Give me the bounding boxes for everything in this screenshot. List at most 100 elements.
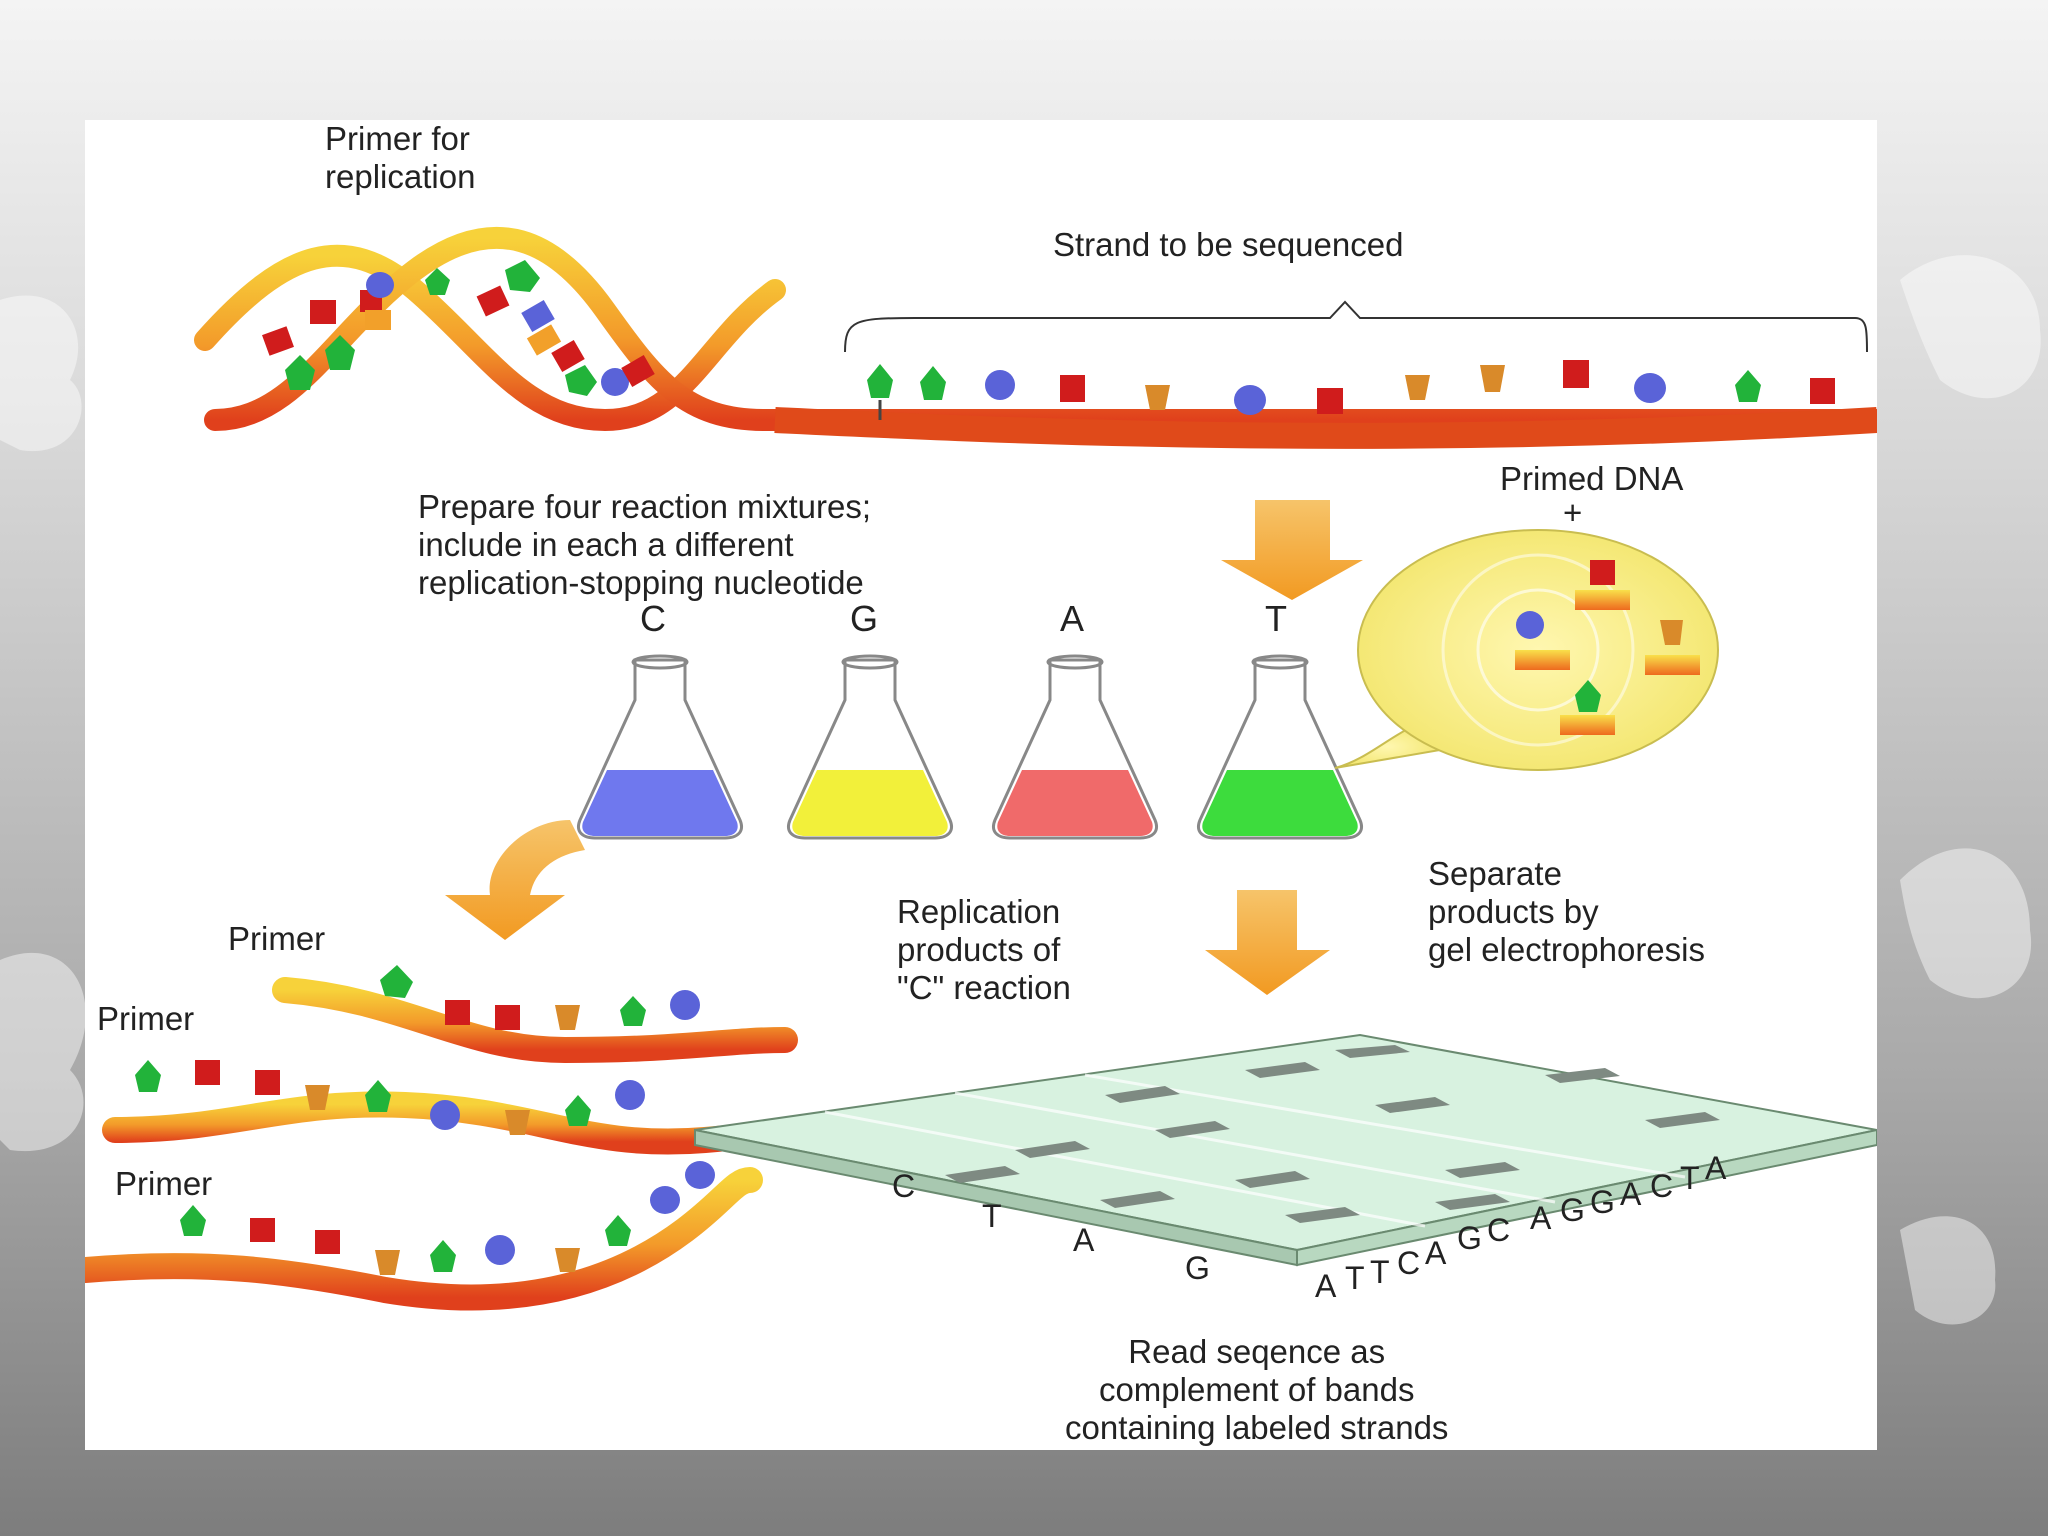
nucleotide	[1060, 375, 1085, 402]
nucleotide	[1480, 365, 1505, 392]
nucleotide	[476, 285, 510, 317]
gel-seq-letter: A	[1705, 1150, 1727, 1186]
flask-label-t: T	[1265, 598, 1287, 639]
nucleotide	[601, 368, 629, 396]
gel-seq-letter: A	[1425, 1235, 1447, 1271]
curved-arrow-icon	[445, 820, 585, 940]
nucleotide	[135, 1060, 161, 1092]
nucleotide	[250, 1218, 275, 1242]
nucleotide	[380, 965, 413, 998]
arrow-down-icon	[1205, 890, 1330, 995]
nucleotide	[445, 1000, 470, 1025]
gel-seq-letter: A	[1530, 1200, 1552, 1236]
gel-seq-letter: A	[1620, 1176, 1642, 1212]
label-replication-products: Replication products of "C" reaction	[897, 893, 1071, 1006]
gel-seq-letter: T	[1370, 1254, 1390, 1290]
nucleotide	[180, 1205, 206, 1236]
nucleotide	[615, 1080, 645, 1110]
gel-slab	[694, 1033, 1877, 1267]
gel-seq-letter: G	[1590, 1184, 1615, 1220]
flask-g	[787, 654, 953, 840]
flask-a	[992, 654, 1158, 840]
butterfly-icon	[1900, 255, 2041, 399]
dna-helix	[194, 226, 1877, 449]
gel-lane-c: C	[892, 1168, 916, 1204]
nucleotide	[565, 365, 597, 396]
nucleotide	[985, 370, 1015, 400]
nucleotide	[551, 339, 585, 373]
nucleotide	[315, 1230, 340, 1254]
label-separate-products: Separate products by gel electrophoresis	[1428, 855, 1705, 968]
gel-lane-g: G	[1185, 1250, 1210, 1286]
label-read-sequence: Read seqence as complement of bands cont…	[1065, 1333, 1449, 1446]
flask-t	[1197, 654, 1363, 840]
flask-label-g: G	[850, 598, 879, 639]
nucleotide	[1145, 385, 1170, 410]
nucleotide	[485, 1235, 515, 1265]
nucleotide	[365, 310, 391, 330]
template-strand	[774, 407, 1877, 449]
nucleotide	[526, 324, 562, 356]
butterfly-icon	[1900, 1216, 1996, 1325]
butterfly-icon	[0, 295, 82, 452]
nucleotide	[262, 326, 294, 356]
nucleotide	[1405, 375, 1430, 400]
nucleotide	[325, 335, 355, 370]
nucleotide	[650, 1186, 680, 1214]
nucleotide	[867, 364, 893, 398]
flask-label-a: A	[1060, 598, 1085, 639]
nucleotide	[1234, 385, 1266, 415]
nucleotide	[1810, 378, 1835, 404]
nucleotide	[1735, 370, 1761, 402]
gel-seq-letter: C	[1487, 1212, 1511, 1248]
replication-products	[85, 965, 818, 1311]
diagram-panel: Primer for replication Strand to be sequ…	[85, 120, 1877, 1450]
nucleotide	[375, 1250, 400, 1275]
nucleotide	[425, 268, 450, 295]
nucleotide	[685, 1161, 715, 1189]
nucleotide	[305, 1085, 330, 1110]
strand-brace	[844, 300, 1868, 353]
nucleotide	[1563, 360, 1589, 388]
nucleotide	[621, 354, 655, 388]
butterfly-icon	[0, 952, 86, 1152]
product-strand-3	[85, 1167, 763, 1311]
nucleotide	[670, 990, 700, 1020]
nucleotide	[521, 299, 555, 333]
template-nucleotides	[867, 360, 1835, 420]
nucleotide	[495, 1005, 520, 1030]
nucleotide	[1634, 373, 1666, 403]
nucleotide	[195, 1060, 220, 1085]
nucleotide	[285, 355, 315, 390]
gel-lane-t: T	[982, 1198, 1002, 1234]
label-primer-1: Primer	[228, 920, 326, 957]
gel-seq-letter: T	[1345, 1260, 1365, 1296]
nucleotide	[605, 1215, 631, 1246]
flask-label-c: C	[640, 598, 666, 639]
helix-strand-back	[194, 244, 786, 432]
label-strand-to-be-sequenced: Strand to be sequenced	[1053, 226, 1404, 263]
nucleotide	[555, 1248, 580, 1272]
gel-seq-letter: A	[1315, 1268, 1337, 1304]
helix-base-pairs	[262, 260, 655, 396]
nucleotide	[505, 1110, 530, 1135]
flask-c	[577, 654, 743, 840]
nucleotide	[920, 366, 946, 400]
nucleotide	[555, 1005, 580, 1030]
nucleotide	[430, 1240, 456, 1272]
nucleotide	[310, 300, 336, 324]
label-prepare-mixtures: Prepare four reaction mixtures; include …	[418, 488, 872, 601]
label-primed-dna: Primed DNA	[1500, 460, 1684, 497]
nucleotide	[366, 272, 394, 298]
product-strand-1	[272, 977, 798, 1064]
nucleotide	[505, 260, 540, 292]
primed-dna-bubble	[1334, 529, 1719, 771]
label-primer-for-replication: Primer for replication	[325, 120, 476, 195]
gel-seq-letter: T	[1680, 1160, 1700, 1196]
butterfly-icon	[1900, 848, 2032, 999]
arrow-down-icon	[1221, 500, 1363, 600]
gel-lane-a: A	[1073, 1222, 1095, 1258]
nucleotide	[365, 1080, 391, 1112]
gel-seq-letter: G	[1560, 1192, 1585, 1228]
